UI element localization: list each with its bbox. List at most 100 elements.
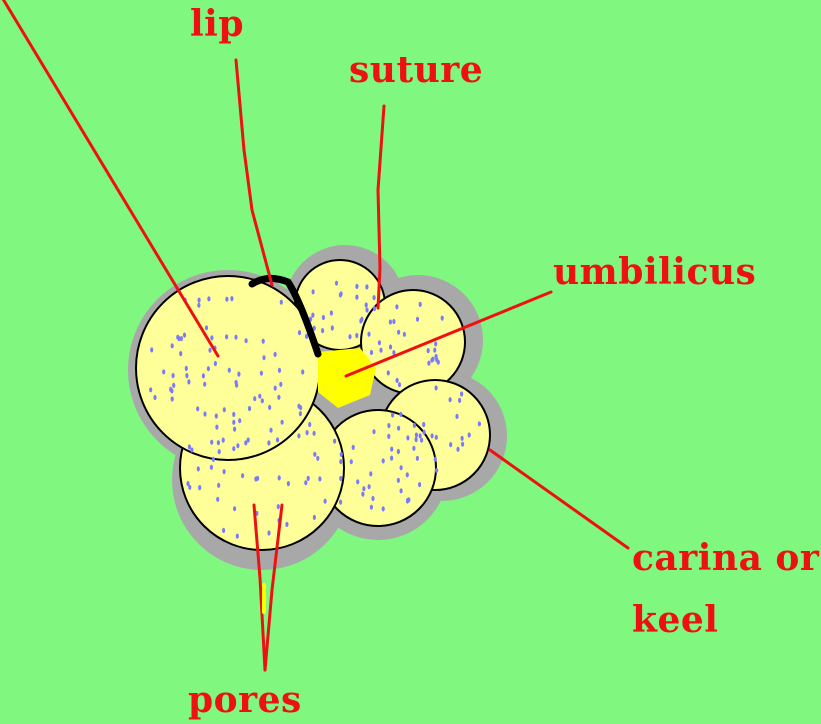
pore-dot [304,480,307,485]
pore-dot [352,445,355,450]
pore-dot [299,411,302,416]
pore-dot [403,332,406,337]
pore-dot [435,468,438,473]
pore-dot [207,366,210,371]
pore-dot [198,485,201,490]
pore-dot [392,319,395,324]
pore-dot [222,438,225,443]
pore-dot [397,330,400,335]
pore-dot [150,347,153,352]
pore-dot [397,478,400,483]
pore-dot [461,436,464,441]
pore-dot [306,430,309,435]
pore-dot [225,334,228,339]
pore-dot [330,310,333,315]
pore-dot [298,330,301,335]
pore-dot [348,334,351,339]
pore-dot [276,437,279,442]
pore-dot [435,435,438,440]
pore-dot [455,414,458,419]
pore-dot [197,303,200,308]
pore-dot [172,373,175,378]
pore-dot [335,281,338,286]
pore-dot [398,382,401,387]
pore-dot [214,361,217,366]
pore-dot [370,350,373,355]
pore-dot [287,481,290,486]
pore-dot [207,296,210,301]
pore-dot [299,405,302,410]
leader-line-carina [490,450,628,548]
pore-dot [278,475,281,480]
pore-dot [390,456,393,461]
pore-dot [416,456,419,461]
pore-dot [210,440,213,445]
pore-dot [230,296,233,301]
pore-dot [396,378,399,383]
pore-dot [241,473,244,478]
pore-dot [313,515,316,520]
pore-dot [389,344,392,349]
pore-dot [406,435,409,440]
pore-dot [210,465,213,470]
pore-dot [449,397,452,402]
pore-dot [415,437,418,442]
pore-dot [340,291,343,296]
pore-dot [397,449,400,454]
pore-dot [208,348,211,353]
pore-dot [431,357,434,362]
label-suture: suture [349,52,483,88]
pore-dot [171,343,174,348]
pore-dot [355,284,358,289]
pore-dot [368,484,371,489]
pore-dot [382,506,385,511]
pore-dot [280,300,283,305]
pore-dot [399,412,402,417]
pore-dot [203,411,206,416]
pore-dot [277,395,280,400]
pore-dot [355,333,358,338]
pore-dot [216,497,219,502]
pore-dot [267,440,270,445]
pore-dot [285,522,288,527]
pore-dot [225,297,228,302]
pore-dot [400,488,403,493]
pore-dot [460,391,463,396]
pore-dot [247,437,250,442]
pore-dot [367,332,370,337]
pore-dot [253,396,256,401]
pore-dot [172,383,175,388]
pore-dot [391,412,394,417]
pore-dot [419,302,422,307]
pore-dot [333,439,336,444]
pore-dot [372,429,375,434]
pore-dot [318,476,321,481]
pore-dot [456,447,459,452]
pore-dot [262,339,265,344]
pore-dot [365,284,368,289]
pore-dot [387,423,390,428]
pore-dot [434,341,437,346]
pore-dot [262,355,265,360]
chamber-1 [136,276,320,460]
pore-dot [301,369,304,374]
pore-dot [258,394,261,399]
pore-dot [248,406,251,411]
pore-dot [210,335,213,340]
pore-dot [179,351,182,356]
pore-dot [261,398,264,403]
pore-dot [267,530,270,535]
pore-dot [435,385,438,390]
pore-dot [269,428,272,433]
pore-dot [196,406,199,411]
pore-dot [322,315,325,320]
pore-dot [236,534,239,539]
pore-dot [217,483,220,488]
pore-dot [431,433,434,438]
pore-dot [235,380,238,385]
pore-dot [406,498,409,503]
pore-dot [418,482,421,487]
pore-dot [186,481,189,486]
pore-dot [203,382,206,387]
pore-dot [468,432,471,437]
